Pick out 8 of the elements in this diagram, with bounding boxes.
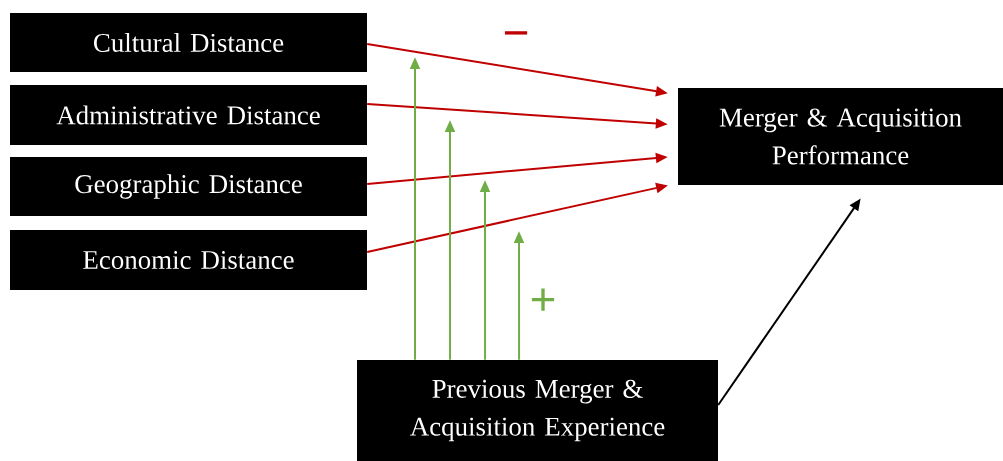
concept-box: Cultural Distance bbox=[10, 13, 367, 72]
concept-box: Economic Distance bbox=[10, 230, 367, 290]
concept-box: Administrative Distance bbox=[10, 85, 367, 145]
concept-box: Merger & Acquisition Performance bbox=[678, 88, 1003, 185]
concept-box: Geographic Distance bbox=[10, 157, 367, 216]
sign-label: − bbox=[504, 31, 528, 35]
concept-box: Previous Merger & Acquisition Experience bbox=[357, 360, 718, 461]
sign-label: + bbox=[531, 288, 555, 311]
